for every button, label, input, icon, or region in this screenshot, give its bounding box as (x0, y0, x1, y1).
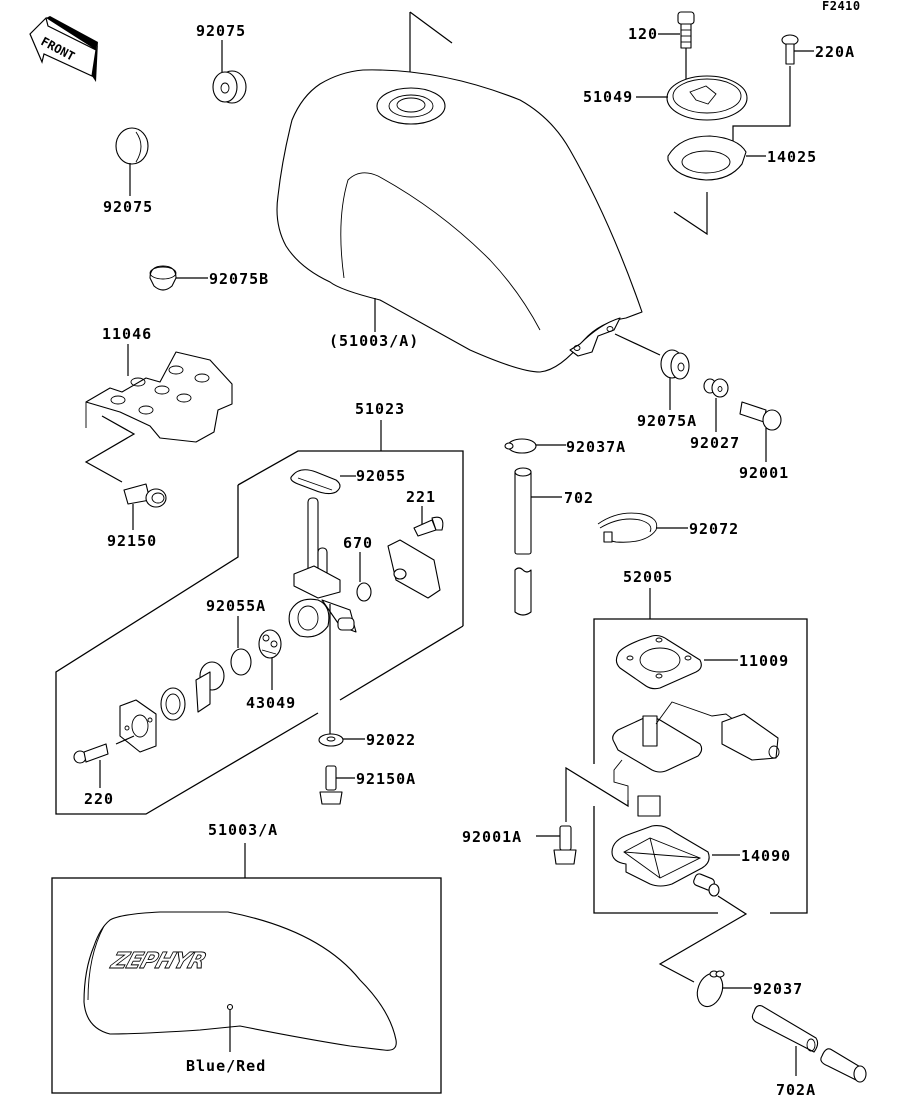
label-92055A: 92055A (206, 597, 266, 615)
label-color-blue-red: Blue/Red (186, 1057, 266, 1075)
label-51003-A-paren: (51003/A) (329, 332, 419, 350)
figure-code: F2410 (822, 0, 861, 13)
part-11046-bracket[interactable]: 11046 (84, 325, 233, 483)
part-702-hose[interactable]: 702 (514, 467, 594, 616)
label-51023: 51023 (355, 400, 405, 418)
label-120: 120 (628, 25, 658, 43)
label-670: 670 (343, 534, 373, 552)
label-11009: 11009 (739, 652, 789, 670)
part-52005-sender-assembly[interactable]: 52005 (593, 568, 808, 914)
label-51003-A: 51003/A (208, 821, 278, 839)
label-14025: 14025 (767, 148, 817, 166)
label-221: 221 (406, 488, 436, 506)
part-92001-bolt[interactable]: 92001 (739, 401, 789, 482)
label-92037A: 92037A (566, 438, 626, 456)
label-92072: 92072 (689, 520, 739, 538)
part-51049-cap[interactable]: 51049 (583, 75, 748, 121)
part-sender-unit[interactable] (565, 701, 780, 822)
label-92075A: 92075A (637, 412, 697, 430)
label-92037: 92037 (753, 980, 803, 998)
part-220A-screw[interactable]: 220A (732, 34, 855, 146)
part-120-bolt[interactable]: 120 (628, 11, 695, 82)
part-92150A-bolt[interactable]: 92150A (319, 765, 416, 805)
label-92150A: 92150A (356, 770, 416, 788)
label-92150: 92150 (107, 532, 157, 550)
label-52005: 52005 (623, 568, 673, 586)
label-92055: 92055 (356, 467, 406, 485)
label-702: 702 (564, 489, 594, 507)
part-92027-collar[interactable]: 92027 (690, 378, 740, 452)
part-92001A-bolt[interactable]: 92001A (462, 825, 577, 865)
part-92055-gasket[interactable]: 92055 (290, 467, 406, 495)
label-92022: 92022 (366, 731, 416, 749)
part-92037-clip[interactable]: 92037 (693, 970, 803, 1010)
label-220: 220 (84, 790, 114, 808)
part-92075-cushion-left[interactable]: 92075 (103, 127, 153, 216)
part-51023-fuel-tap-assembly[interactable]: 51023 (55, 400, 464, 815)
part-14090-cover[interactable]: 14090 (611, 825, 791, 983)
part-43049-gasket[interactable]: 43049 (246, 629, 296, 712)
label-92027: 92027 (690, 434, 740, 452)
label-92001A: 92001A (462, 828, 522, 846)
part-92075B-cap[interactable]: 92075B (149, 265, 269, 291)
part-fuel-tank[interactable]: (51003/A) (276, 11, 643, 373)
label-92075B: 92075B (209, 270, 269, 288)
part-fuel-tap-plate[interactable] (119, 699, 157, 753)
part-92150-bolt[interactable]: 92150 (107, 483, 167, 550)
part-702A-hose[interactable]: 702A (751, 1005, 867, 1099)
label-92001: 92001 (739, 464, 789, 482)
part-92022-washer[interactable]: 92022 (318, 604, 416, 749)
label-14090: 14090 (741, 847, 791, 865)
label-220A: 220A (815, 43, 855, 61)
zephyr-logo: ZEPHYR (107, 949, 209, 974)
label-92075-left: 92075 (103, 198, 153, 216)
part-670-o-ring[interactable]: 670 (343, 534, 373, 602)
part-fuel-tap-lever[interactable] (160, 661, 225, 721)
part-92075A-grommet[interactable]: 92075A (614, 333, 697, 430)
part-14025-plate[interactable]: 14025 (667, 135, 817, 236)
part-221-screw[interactable]: 221 (406, 488, 444, 537)
part-fuel-tap-body[interactable] (288, 497, 357, 638)
front-arrow-icon: FRONT (29, 16, 98, 82)
label-702A: 702A (776, 1081, 816, 1099)
part-92055A-o-ring[interactable]: 92055A (206, 597, 266, 676)
label-51049: 51049 (583, 88, 633, 106)
part-11009-gasket[interactable]: 11009 (615, 634, 789, 690)
part-92037A-clip[interactable]: 92037A (504, 438, 626, 456)
label-43049: 43049 (246, 694, 296, 712)
part-51003-A-tank-inset[interactable]: 51003/A ZEPHYR Blue/Red (51, 821, 442, 1094)
part-92072-band[interactable]: 92072 (597, 512, 739, 543)
label-11046: 11046 (102, 325, 152, 343)
part-fuel-tap-cover[interactable] (387, 539, 441, 599)
part-92075-grommet-top[interactable]: 92075 (196, 22, 247, 104)
part-220-screw[interactable]: 220 (73, 735, 135, 808)
label-92075-top: 92075 (196, 22, 246, 40)
